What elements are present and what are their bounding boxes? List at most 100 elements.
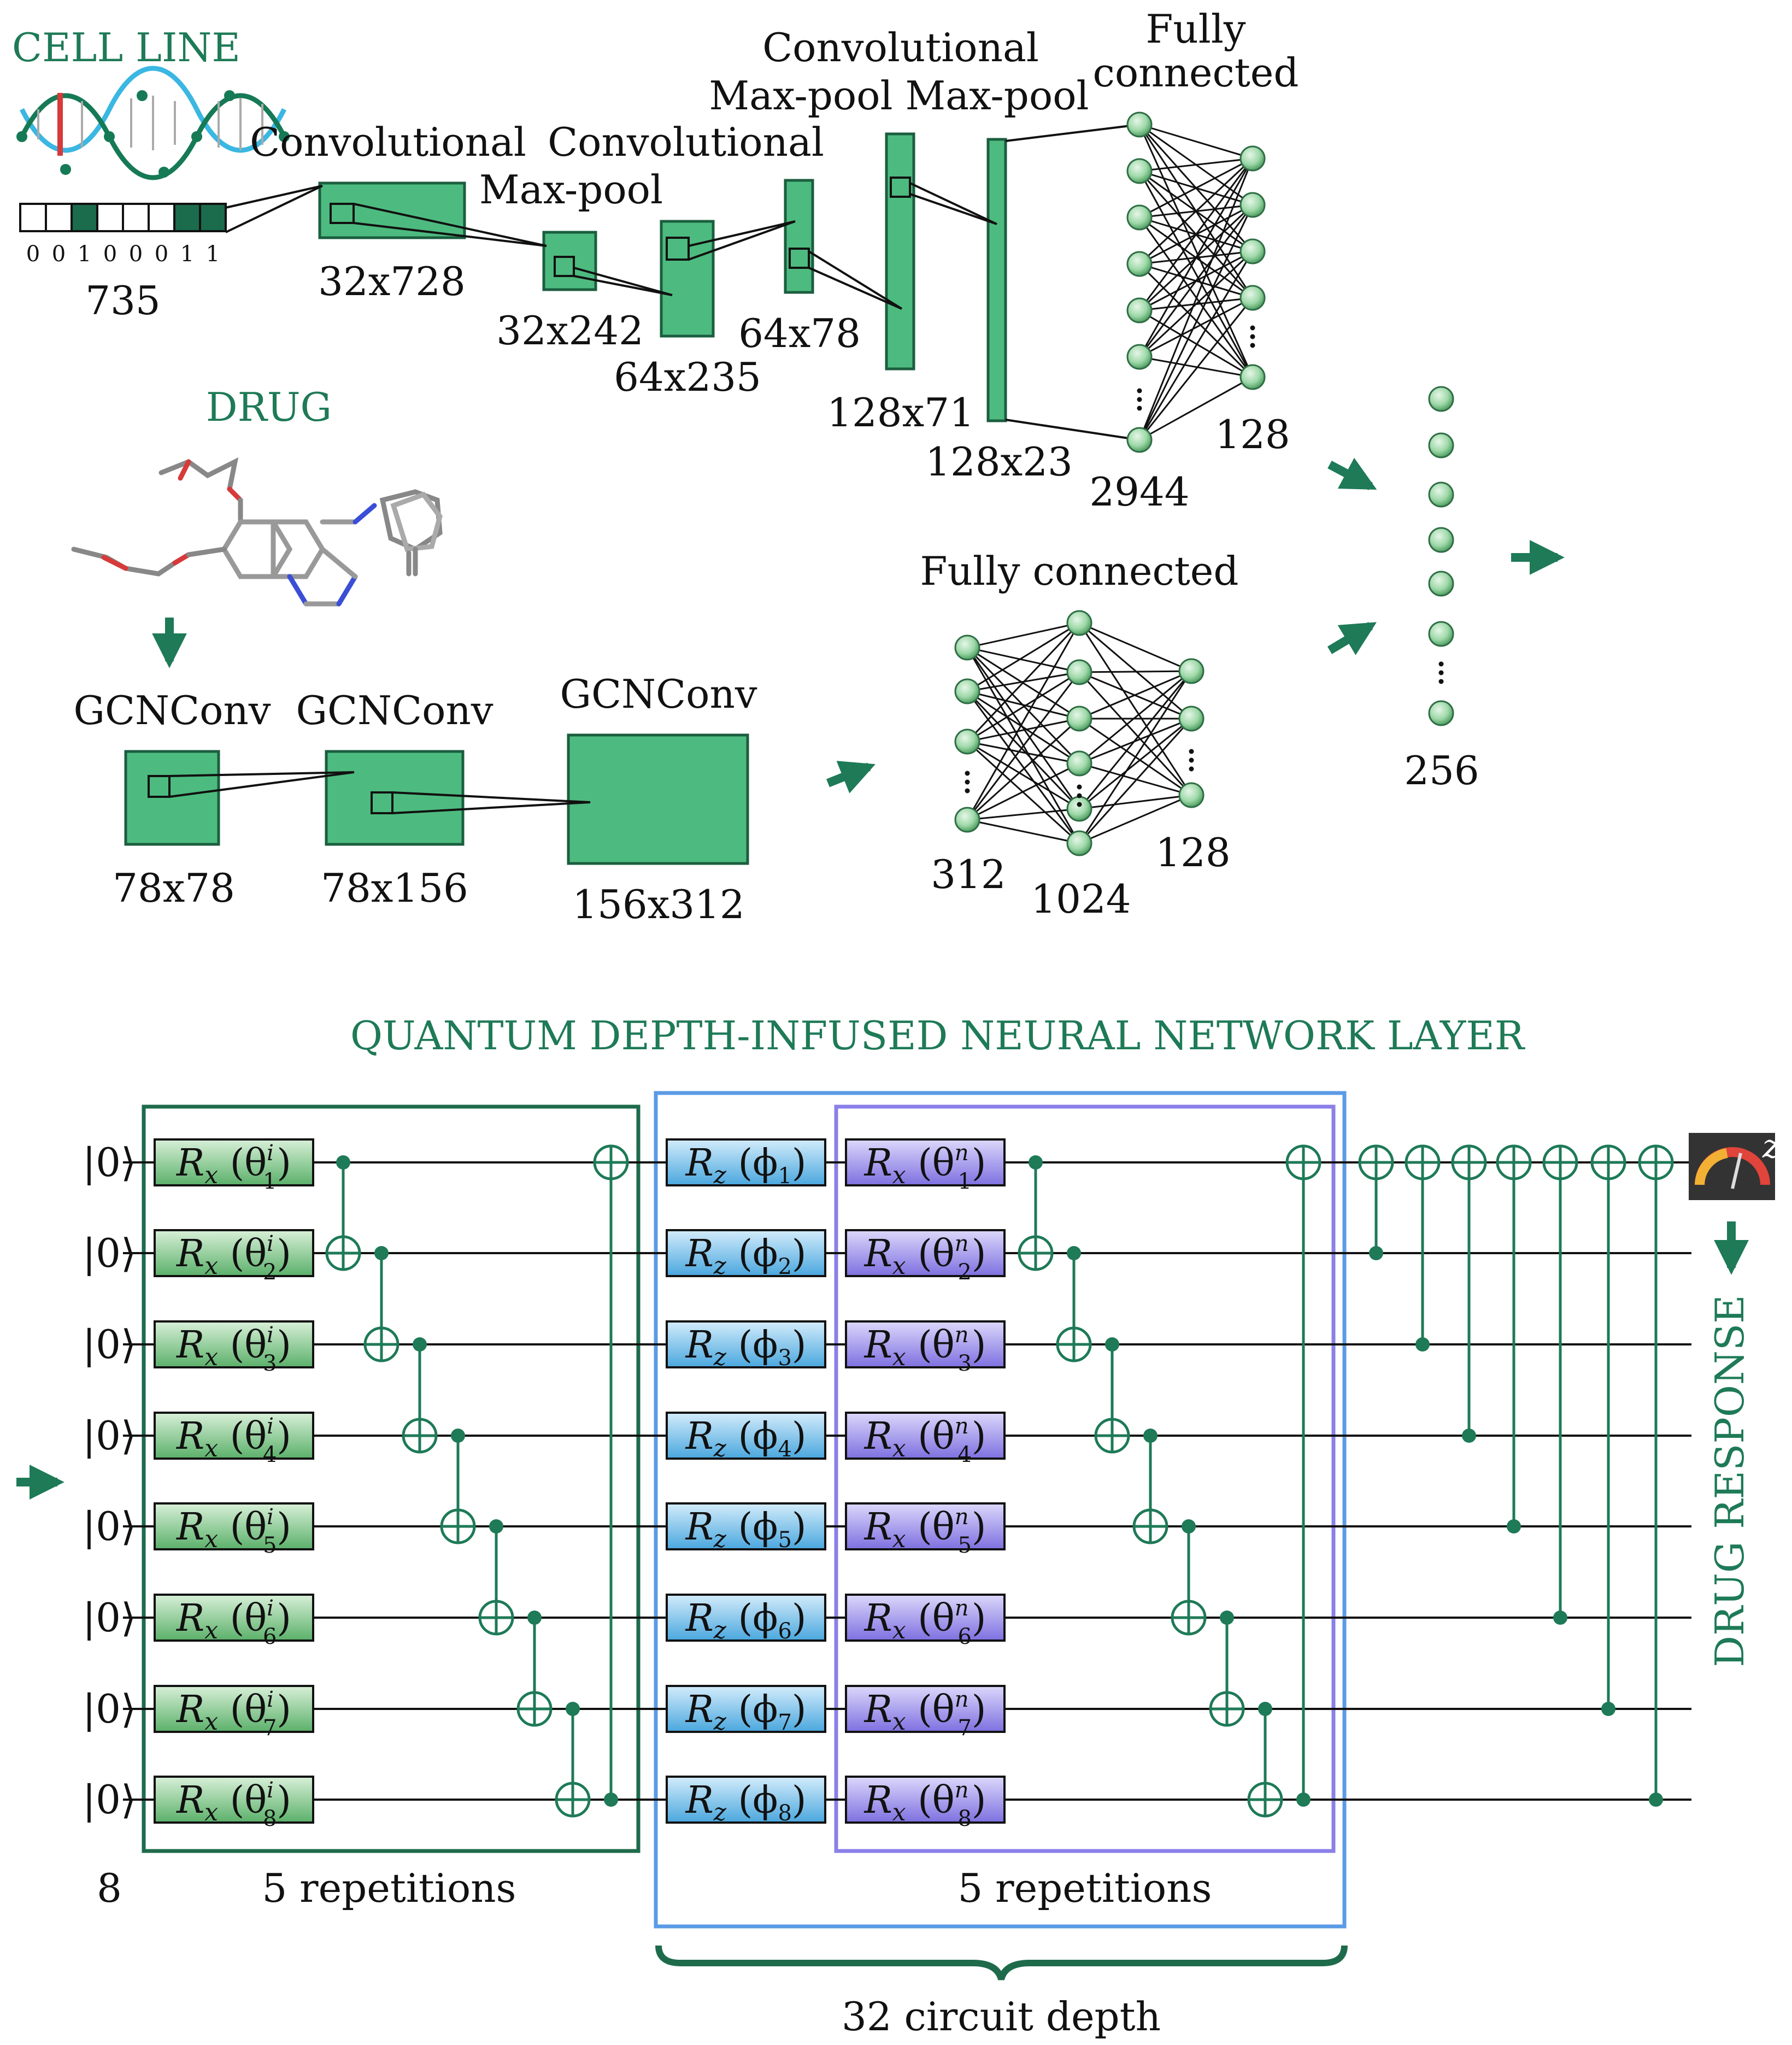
network-node — [1066, 659, 1092, 685]
gcn3-layer — [567, 733, 749, 865]
one-hot-cell — [148, 203, 175, 232]
network-connection — [1079, 794, 1192, 810]
cnot-gate — [478, 1519, 514, 1636]
network-connection — [967, 808, 1080, 821]
network-connection — [1138, 204, 1254, 357]
quantum-layer: QUANTUM DEPTH-INFUSED NEURAL NETWORK LAY… — [16, 1013, 1780, 2040]
measure-basis: z — [1762, 1127, 1780, 1166]
conv3-label: Convolutional — [762, 25, 1039, 70]
merged-node — [1428, 386, 1454, 412]
pool-pair-label: Max-pool Max-pool — [709, 73, 1089, 119]
network-connection — [966, 718, 1080, 821]
ellipsis-dot — [1189, 757, 1194, 763]
drug-response-label: DRUG RESPONSE — [1707, 1295, 1753, 1667]
network-connection — [967, 690, 1080, 765]
drug-fully-connected — [954, 610, 1205, 856]
drug-to-fc-arrow — [826, 761, 876, 794]
ellipsis-dot — [1250, 325, 1255, 331]
network-node — [1126, 158, 1153, 184]
svg-text:Rx (θi4): Rx (θi4) — [175, 1414, 291, 1467]
one-hot-bit: 0 — [129, 242, 143, 267]
network-connection — [1078, 622, 1192, 796]
conv3-shape: 128x71 — [827, 390, 974, 436]
network-connection — [1138, 158, 1254, 357]
cell-fully-connected — [1126, 111, 1266, 453]
gcn3-label: GCNConv — [560, 671, 757, 717]
merged-node — [1428, 700, 1454, 726]
network-connection — [1138, 204, 1254, 440]
rz-gate: Rz (ϕ8) — [666, 1776, 826, 1826]
network-connection — [1138, 250, 1254, 358]
svg-text:Rx (θi1): Rx (θi1) — [175, 1141, 291, 1194]
drug-to-merge-arrow — [1327, 622, 1377, 655]
svg-text:Rx (θi6): Rx (θi6) — [175, 1596, 291, 1649]
one-hot-bit: 0 — [26, 242, 40, 267]
network-node — [1126, 251, 1153, 277]
dna-icon — [16, 66, 290, 180]
ket-zero: |0⟩ — [83, 1686, 136, 1732]
svg-text:Rx (θn6): Rx (θn6) — [863, 1596, 986, 1649]
variational-block-repetitions: 5 repetitions — [957, 1865, 1212, 1911]
pool2-kernel — [789, 248, 810, 269]
cell-fc-title-2: connected — [1093, 50, 1299, 96]
ket-zero: |0⟩ — [83, 1503, 136, 1549]
network-connection — [1138, 158, 1254, 311]
ket-zero: |0⟩ — [83, 1595, 136, 1641]
network-connection — [966, 672, 1080, 820]
network-node — [1066, 750, 1092, 777]
network-connection — [1138, 158, 1254, 440]
cnot-gate — [1405, 1144, 1441, 1351]
network-connection — [1138, 251, 1254, 440]
qubit-initial-states: |0⟩|0⟩|0⟩|0⟩|0⟩|0⟩|0⟩|0⟩ — [83, 1139, 136, 1823]
network-node — [1126, 427, 1153, 453]
depth-block — [654, 1091, 1347, 1929]
network-node — [1178, 658, 1205, 684]
cnot-gate — [1209, 1611, 1245, 1727]
svg-text:Rx (θn8): Rx (θn8) — [863, 1778, 986, 1831]
ellipsis-dot — [1189, 766, 1194, 772]
drug-fc-title: Fully connected — [920, 548, 1239, 594]
svg-text:Rx (θn2): Rx (θn2) — [863, 1231, 986, 1285]
one-hot-bit: 1 — [78, 242, 91, 267]
merge-size: 256 — [1404, 748, 1479, 794]
network-node — [954, 807, 980, 833]
cnot-gate — [363, 1246, 399, 1362]
cnot-gate — [1132, 1429, 1168, 1544]
conv-projection-lines — [225, 124, 1140, 441]
ellipsis-dot — [1077, 793, 1082, 798]
network-connection — [967, 762, 1080, 821]
ellipsis-dot — [965, 788, 970, 794]
cnot-gate — [440, 1429, 476, 1544]
ket-zero: |0⟩ — [83, 1139, 136, 1185]
svg-text:Rz (ϕ2): Rz (ϕ2) — [685, 1232, 807, 1280]
svg-text:Rz (ϕ6): Rz (ϕ6) — [685, 1597, 807, 1644]
network-connection — [966, 691, 1080, 844]
cnot-gate — [516, 1611, 553, 1727]
conv1-label: Convolutional — [250, 119, 526, 165]
network-connection — [967, 741, 1080, 765]
network-connection — [1079, 718, 1192, 810]
network-node — [1239, 145, 1266, 172]
one-hot-bit: 0 — [103, 242, 117, 267]
cnot-gate — [1094, 1337, 1130, 1454]
one-hot-cell — [70, 203, 98, 232]
input-encoding-block — [142, 1104, 641, 1853]
ellipsis-dot — [1250, 334, 1255, 339]
gcn2-layer — [325, 750, 465, 846]
circuit-depth-label: 32 circuit depth — [842, 1994, 1161, 2040]
cnot-gate — [402, 1337, 438, 1454]
network-connection — [1139, 157, 1253, 219]
ket-zero: |0⟩ — [83, 1413, 136, 1459]
cnot-gates — [325, 1144, 1674, 1818]
rz-gate: Rz (ϕ4) — [666, 1412, 826, 1462]
network-connection — [1079, 762, 1192, 796]
rz-gate: Rz (ϕ7) — [666, 1685, 826, 1736]
gcn3-shape: 156x312 — [572, 882, 744, 927]
